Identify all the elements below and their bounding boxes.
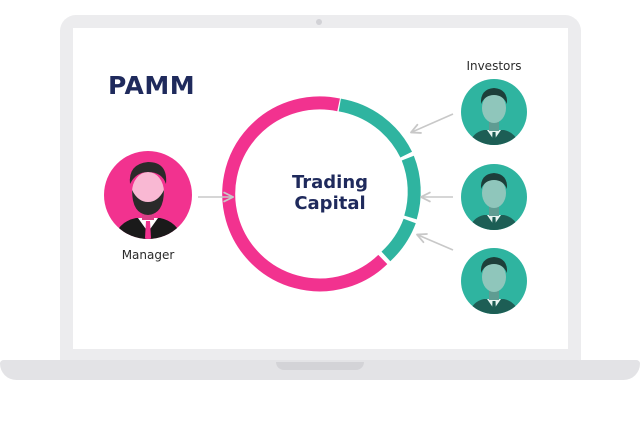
manager-avatar-icon [104, 151, 192, 239]
center-label-line1: Trading [292, 172, 368, 193]
arrow-investor-1-to-capital [410, 113, 454, 134]
ring-segment-investor-3 [381, 218, 416, 262]
investors-label: Investors [466, 59, 521, 73]
brand-title: PAMM [108, 71, 195, 100]
laptop-base-notch [276, 362, 364, 370]
ring-segment-manager [222, 96, 388, 292]
trading-capital-ring [222, 96, 421, 292]
webcam-dot [316, 19, 322, 25]
arrow-investor-3-to-capital [416, 233, 454, 251]
laptop-base [0, 360, 640, 380]
ring-segment-investor-2 [401, 155, 421, 220]
ring-segment-investor-1 [338, 98, 413, 158]
center-label-line2: Capital [294, 193, 365, 214]
investor-avatar-icon [461, 164, 527, 230]
investor-avatar-icon [461, 79, 527, 145]
manager-label: Manager [122, 248, 175, 262]
investor-avatar-icon [461, 248, 527, 314]
